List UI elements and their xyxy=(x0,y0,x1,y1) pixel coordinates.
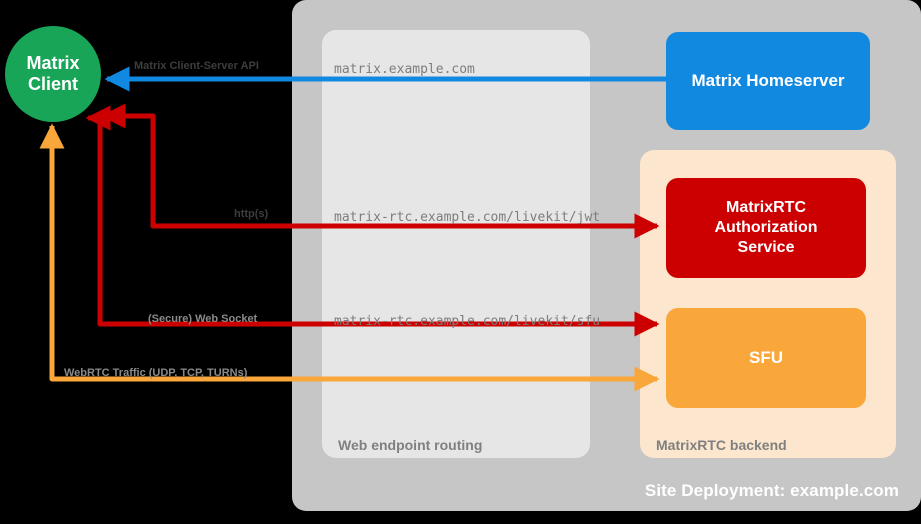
web-endpoint-routing-container xyxy=(322,30,590,458)
matrix-client-line2: Client xyxy=(27,74,78,94)
site-deployment-title: Site Deployment: example.com xyxy=(644,481,899,500)
web-endpoint-routing-label: Web endpoint routing xyxy=(338,437,483,453)
node-matrixrtc-authorization-service[interactable]: MatrixRTC Authorization Service xyxy=(666,178,866,278)
node-auth-service-label: MatrixRTC Authorization Service xyxy=(714,198,817,258)
edge-label-https: http(s) xyxy=(234,208,269,220)
endpoint-livekit-jwt: matrix-rtc.example.com/livekit/jwt xyxy=(334,210,601,225)
endpoint-livekit-sfu: matrix-rtc.example.com/livekit/sfu xyxy=(334,314,601,329)
matrixrtc-backend-label: MatrixRTC backend xyxy=(656,437,787,453)
node-matrix-homeserver-label: Matrix Homeserver xyxy=(691,71,845,90)
node-matrix-client-label: Matrix Client xyxy=(26,53,79,95)
auth-line3: Service xyxy=(737,239,795,256)
edge-label-client-server-api: Matrix Client-Server API xyxy=(134,60,259,72)
auth-line2: Authorization xyxy=(714,219,818,236)
auth-line1: MatrixRTC xyxy=(725,199,806,216)
endpoint-matrix-example-com: matrix.example.com xyxy=(334,62,475,77)
node-matrix-client[interactable]: Matrix Client xyxy=(5,26,101,122)
edge-label-websocket: (Secure) Web Socket xyxy=(148,313,258,325)
node-sfu-label: SFU xyxy=(749,348,783,367)
edge-label-webrtc: WebRTC Traffic (UDP, TCP, TURNs) xyxy=(64,367,248,379)
node-sfu[interactable]: SFU xyxy=(666,308,866,408)
node-matrix-homeserver[interactable]: Matrix Homeserver xyxy=(666,32,870,130)
matrix-client-line1: Matrix xyxy=(26,52,80,73)
